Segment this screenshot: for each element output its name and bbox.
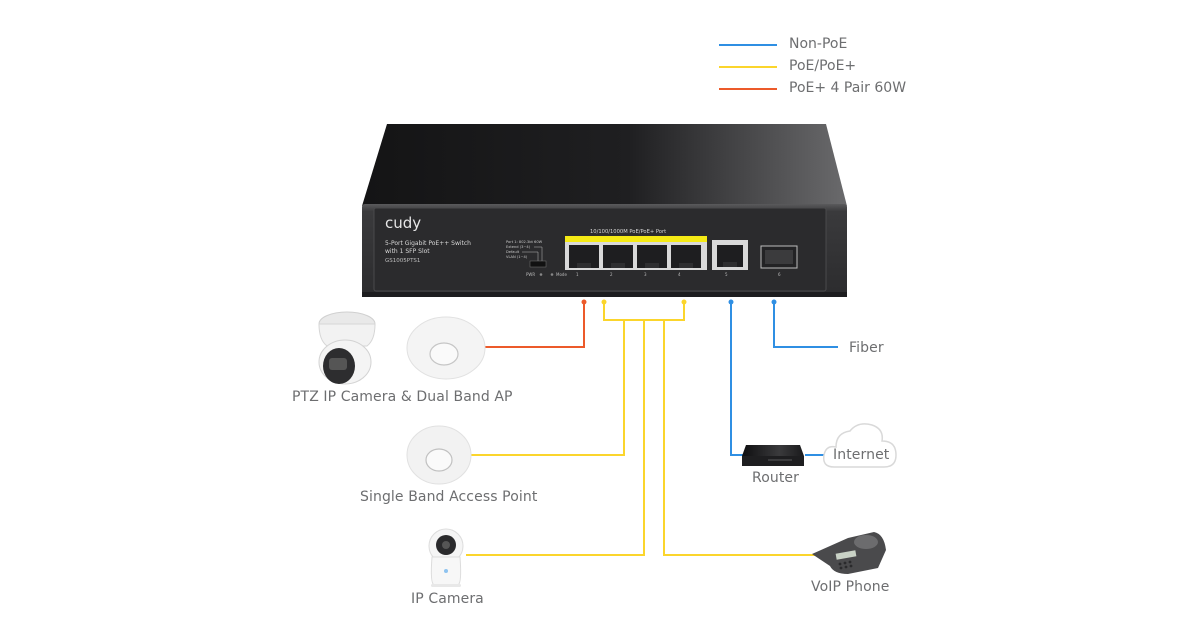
- dip-label-1: Port 1: 802.3bt 60W: [506, 240, 543, 244]
- poe-switch: cudy 5-Port Gigabit PoE++ Switch with 1 …: [362, 124, 847, 297]
- port2-dot: [601, 299, 607, 305]
- legend-line-non-poe: [719, 44, 777, 46]
- rj45-port-4[interactable]: [671, 245, 701, 268]
- label-ptz-camera-dual-ap: PTZ IP Camera & Dual Band AP: [292, 389, 513, 405]
- rj45-port-5[interactable]: [717, 245, 743, 267]
- dip-label-2: Extend (3~4): [506, 245, 531, 249]
- brand-logo: cudy: [385, 214, 421, 232]
- poe-port-highlight: [565, 236, 707, 242]
- sfp-port-6[interactable]: [760, 245, 798, 269]
- line-voip-phone: [663, 320, 822, 556]
- port-number-3: 3: [644, 272, 647, 277]
- port1-dot: [581, 299, 587, 305]
- rj45-port-3[interactable]: [637, 245, 667, 268]
- rj45-port-1[interactable]: [569, 245, 599, 268]
- internet-cloud-icon: [822, 423, 897, 468]
- rj45-port-2[interactable]: [603, 245, 633, 268]
- port-number-1: 1: [576, 272, 579, 277]
- voip-phone-icon: [812, 532, 886, 574]
- port-number-6: 6: [778, 272, 781, 277]
- label-ip-camera: IP Camera: [411, 591, 484, 607]
- mode-indicator-label: Mode: [556, 272, 567, 277]
- port4-dot: [681, 299, 687, 305]
- line-port1-60w: [485, 302, 585, 348]
- port-number-5: 5: [725, 272, 728, 277]
- product-line1: 5-Port Gigabit PoE++ Switch: [385, 240, 471, 247]
- model-number: GS1005PTS1: [385, 258, 420, 264]
- port-number-2: 2: [610, 272, 613, 277]
- port-number-4: 4: [678, 272, 681, 277]
- dip-label-3: Default: [506, 250, 520, 254]
- line-single-band-ap: [470, 320, 625, 456]
- dip-switch[interactable]: [529, 260, 547, 268]
- line-router: [730, 302, 745, 456]
- port5-dot: [728, 299, 734, 305]
- switch-top-face: [362, 124, 847, 206]
- label-single-band-ap: Single Band Access Point: [360, 489, 538, 505]
- legend-label-non-poe: Non-PoE: [789, 36, 848, 52]
- ip-camera-icon: [428, 528, 464, 587]
- line-poe-bus: [603, 302, 685, 321]
- legend-line-poe-60w: [719, 88, 777, 90]
- single-band-ap-icon: [406, 425, 472, 485]
- port6-dot: [771, 299, 777, 305]
- router-icon: [742, 445, 804, 466]
- dip-label-4: VLAN (1~4): [506, 255, 528, 259]
- legend-label-poe: PoE/PoE+: [789, 58, 857, 74]
- line-ip-camera: [466, 320, 645, 556]
- product-line2: with 1 SFP Slot: [385, 248, 430, 255]
- legend-label-poe-60w: PoE+ 4 Pair 60W: [789, 80, 907, 96]
- ptz-camera-icon: [318, 311, 376, 385]
- port-group-header: 10/100/1000M PoE/PoE+ Port: [590, 229, 666, 235]
- label-voip-phone: VoIP Phone: [811, 579, 890, 595]
- label-internet: Internet: [833, 447, 890, 463]
- label-router: Router: [752, 470, 799, 486]
- dual-band-ap-icon: [406, 316, 486, 380]
- line-fiber: [773, 302, 838, 348]
- label-fiber: Fiber: [849, 340, 884, 356]
- legend-line-poe: [719, 66, 777, 68]
- pwr-indicator-label: PWR: [526, 272, 535, 277]
